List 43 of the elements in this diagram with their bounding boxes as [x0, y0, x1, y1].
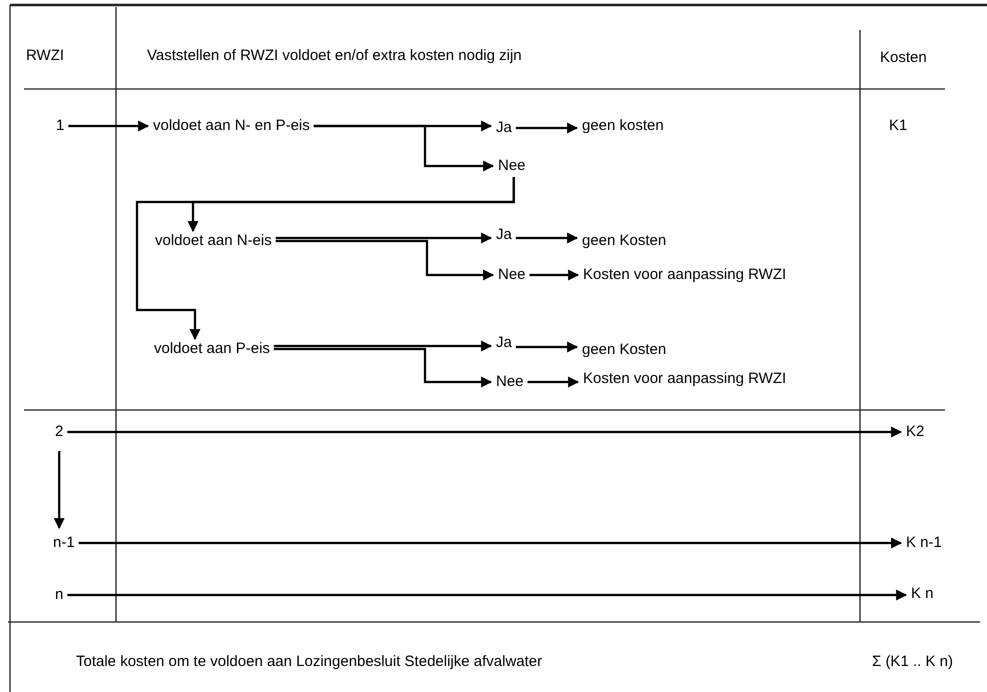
flow-text: voldoet aan N- en P-eis: [153, 117, 310, 135]
flow-text: Ja: [496, 119, 512, 137]
arrow: [78, 538, 902, 548]
column-header: Σ (K1 .. K n): [872, 653, 953, 671]
flow-text: Kosten voor aanpassing RWZI: [583, 266, 786, 284]
flow-text: Nee: [496, 373, 524, 391]
flow-text: voldoet aan N-eis: [155, 232, 272, 250]
arrow: [314, 124, 494, 172]
flow-text: Kosten voor aanpassing RWZI: [583, 370, 786, 388]
note-text: Totale kosten om te voldoen aan Lozingenbesluit Stedelijke afvalwater: [76, 653, 542, 671]
flow-text: n-1: [53, 534, 75, 552]
flow-text: K2: [906, 423, 924, 441]
arrow: [530, 270, 580, 280]
flow-text: Ja: [496, 334, 512, 352]
flow-text: geen kosten: [582, 117, 664, 135]
arrow: [136, 177, 515, 340]
note-text: Vaststellen of RWZI voldoet en/of extra kosten nodig zijn: [147, 47, 522, 65]
flow-text: K n-1: [906, 534, 942, 552]
column-header: K1: [889, 117, 908, 135]
arrow: [516, 122, 578, 134]
flow-text: voldoet aan P-eis: [154, 340, 270, 358]
flow-text: Nee: [498, 266, 526, 284]
flow-text: geen Kosten: [582, 232, 666, 250]
flow-text: 2: [55, 423, 64, 441]
arrow: [274, 348, 492, 388]
flow-text: n: [55, 586, 64, 604]
flow-text: Ja: [496, 226, 512, 244]
flow-text: 1: [56, 117, 64, 135]
flow-text: K n: [911, 585, 934, 603]
arrow: [67, 426, 902, 438]
arrow: [276, 240, 494, 280]
column-header: RWZI: [26, 47, 64, 65]
arrow: [67, 590, 908, 600]
arrow: [528, 376, 580, 388]
arrow: [276, 232, 492, 244]
arrow: [274, 340, 492, 352]
arrow: [68, 120, 150, 132]
flow-text: Nee: [498, 157, 526, 175]
arrow: [54, 451, 65, 530]
column-header: Kosten: [880, 49, 927, 67]
arrow: [516, 232, 578, 244]
flow-text: geen Kosten: [582, 341, 666, 359]
arrow: [516, 342, 578, 352]
